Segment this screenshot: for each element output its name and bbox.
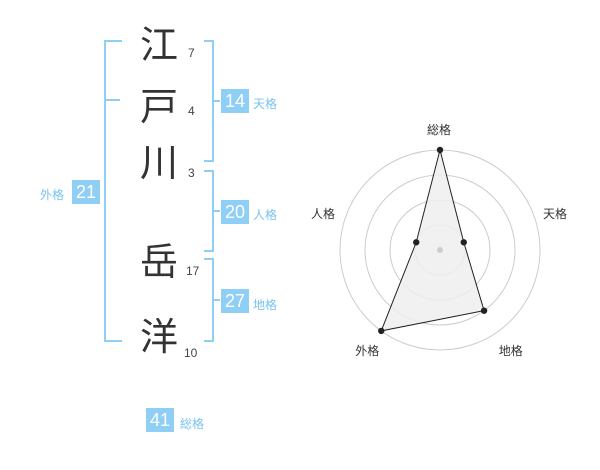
soukaku-label: 総格: [180, 417, 205, 431]
jinkaku-value-badge: 20: [221, 200, 249, 224]
radar-axis-label-1: 総格: [427, 123, 452, 137]
name-char-1: 江: [140, 23, 179, 67]
name-char-2: 戸: [140, 85, 179, 129]
tenkaku-value-badge: 14: [221, 89, 249, 113]
radar-center-dot: [437, 247, 443, 253]
chikaku-bracket: [204, 258, 214, 342]
jinkaku-label: 人格: [253, 208, 278, 222]
name-char-3: 川: [140, 141, 179, 185]
name-char-5: 洋: [140, 315, 179, 359]
radar-point-3: [480, 307, 488, 314]
tenkaku-bracket-tick: [214, 100, 220, 102]
radar-axis-label-3: 地格: [498, 343, 523, 358]
gaikaku-value-badge: 21: [72, 180, 100, 204]
radar-axis-label-5: 人格: [310, 207, 335, 222]
jinkaku-bracket-tick: [214, 210, 220, 212]
gaikaku-label: 外格: [40, 188, 65, 202]
name-char-4: 岳: [140, 240, 179, 284]
tenkaku-bracket: [204, 40, 214, 162]
soukaku-value-badge: 41: [146, 408, 174, 432]
stroke-count-1: 7: [188, 46, 195, 60]
radar-polygon: [380, 149, 485, 332]
stroke-count-5: 10: [184, 346, 198, 360]
stroke-count-3: 3: [188, 166, 195, 180]
tenkaku-label: 天格: [253, 97, 278, 111]
chikaku-value-badge: 27: [221, 289, 249, 313]
radar-point-5: [413, 239, 420, 246]
chikaku-bracket-tick: [214, 299, 220, 301]
radar-point-2: [460, 239, 467, 246]
gaikaku-bracket: [104, 40, 122, 342]
gaikaku-bracket-tick: [104, 99, 120, 101]
radar-point-4: [378, 327, 385, 335]
radar-axis-label-2: 天格: [543, 207, 568, 222]
radar-chart: [339, 146, 541, 351]
jinkaku-bracket: [204, 170, 214, 252]
stroke-count-4: 17: [186, 264, 200, 278]
radar-point-1: [436, 146, 444, 154]
radar-axis-label-4: 外格: [355, 343, 380, 358]
chikaku-label: 地格: [253, 298, 278, 312]
stroke-count-2: 4: [188, 104, 195, 118]
